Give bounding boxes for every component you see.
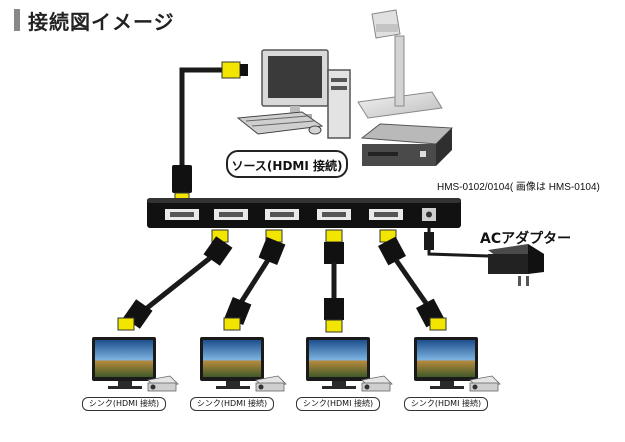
media-player-icon bbox=[360, 123, 454, 166]
ac-adapter-icon bbox=[488, 244, 544, 286]
splitter-output-port-2 bbox=[265, 209, 299, 220]
sink-display-3 bbox=[306, 337, 370, 389]
sink-label-4: シンク(HDMI 接続) bbox=[404, 397, 488, 411]
sink-display-2 bbox=[200, 337, 264, 389]
sink-label-2: シンク(HDMI 接続) bbox=[190, 397, 274, 411]
splitter-output-port-3 bbox=[317, 209, 351, 220]
hdmi-splitter bbox=[147, 198, 461, 228]
output-hdmi-cable-2 bbox=[223, 229, 286, 331]
sink-projector-1 bbox=[147, 375, 179, 392]
sink-label-1: シンク(HDMI 接続) bbox=[82, 397, 166, 411]
computer-icon bbox=[236, 49, 351, 139]
sink-label-3: シンク(HDMI 接続) bbox=[296, 397, 380, 411]
splitter-output-port-4 bbox=[369, 209, 403, 220]
output-hdmi-cable-1 bbox=[117, 229, 233, 331]
source-hdmi-cable bbox=[172, 61, 248, 202]
sink-projector-2 bbox=[255, 375, 287, 392]
sink-projector-4 bbox=[469, 375, 501, 392]
splitter-power-port bbox=[422, 208, 436, 221]
splitter-output-port-1 bbox=[214, 209, 248, 220]
splitter-input-port bbox=[165, 209, 199, 220]
title-accent-bar bbox=[14, 9, 20, 31]
sink-display-4 bbox=[414, 337, 478, 389]
output-hdmi-cable-3 bbox=[324, 229, 344, 333]
model-label: HMS-0102/0104( 画像は HMS-0104) bbox=[437, 182, 600, 193]
sink-display-1 bbox=[92, 337, 156, 389]
page-title: 接続図イメージ bbox=[28, 10, 175, 34]
ac-adapter-label: ACアダプター bbox=[480, 231, 572, 247]
sink-projector-3 bbox=[361, 375, 393, 392]
output-hdmi-cable-4 bbox=[378, 229, 447, 331]
power-cable bbox=[424, 228, 489, 258]
document-camera-icon bbox=[357, 9, 443, 119]
source-label: ソース(HDMI 接続) bbox=[226, 150, 348, 178]
